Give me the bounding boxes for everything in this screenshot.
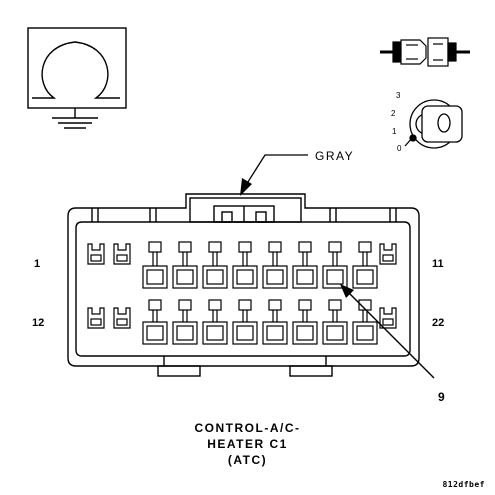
- cavity-top-7: [322, 241, 348, 289]
- cavity-top-8: [352, 241, 378, 289]
- cavity-top-4: [232, 241, 258, 289]
- cavity-bottom-8: [352, 299, 378, 345]
- cavity-top-1: [142, 241, 168, 289]
- cavity-small-top-3: [379, 243, 397, 265]
- cavity-bottom-6: [292, 299, 318, 345]
- cavity-small-top-2: [113, 243, 131, 265]
- ground-symbol-icon: [27, 27, 127, 129]
- gray-leader-line: [245, 154, 308, 186]
- cavity-top-6: [292, 241, 318, 289]
- cavity-small-bottom-3: [379, 307, 397, 329]
- cavity-bottom-3: [202, 299, 228, 345]
- connector-plug-icon: [380, 37, 470, 67]
- gray-leader-arrowhead: [240, 178, 252, 196]
- connector-cavities: [87, 241, 397, 345]
- connector-title-line2: HEATER C1: [207, 437, 288, 451]
- connector-title-line1: CONTROL-A/C-: [194, 421, 301, 435]
- pin-callout-arrowhead: [340, 284, 354, 298]
- cavity-bottom-5: [262, 299, 288, 345]
- key-position-3: 3: [396, 91, 401, 100]
- cavity-bottom-7: [322, 299, 348, 345]
- pin-callout-leader: [347, 291, 435, 379]
- connector-title: CONTROL-A/C- HEATER C1 (ATC): [0, 420, 495, 468]
- key-position-0: 0: [397, 144, 402, 153]
- cavity-bottom-2: [172, 299, 198, 345]
- pin-label-bottom-right: 22: [432, 317, 444, 329]
- pin-label-top-left: 1: [34, 258, 40, 270]
- pin-label-bottom-left: 12: [32, 317, 44, 329]
- cavity-small-bottom-1: [87, 307, 105, 329]
- wire-color-label: GRAY: [315, 149, 354, 163]
- cavity-bottom-1: [142, 299, 168, 345]
- pin-callout-number: 9: [438, 390, 445, 404]
- key-position-2: 2: [391, 109, 396, 118]
- cavity-top-3: [202, 241, 228, 289]
- connector-body: [67, 193, 420, 377]
- cavity-small-bottom-2: [113, 307, 131, 329]
- cavity-bottom-4: [232, 299, 258, 345]
- cavity-small-top-1: [87, 243, 105, 265]
- connector-title-line3: (ATC): [227, 453, 268, 467]
- ignition-key-icon: [404, 99, 463, 149]
- pin-label-top-right: 11: [432, 258, 444, 270]
- image-code: 812dfbef: [442, 480, 485, 489]
- cavity-top-2: [172, 241, 198, 289]
- key-position-1: 1: [392, 127, 397, 136]
- cavity-top-5: [262, 241, 288, 289]
